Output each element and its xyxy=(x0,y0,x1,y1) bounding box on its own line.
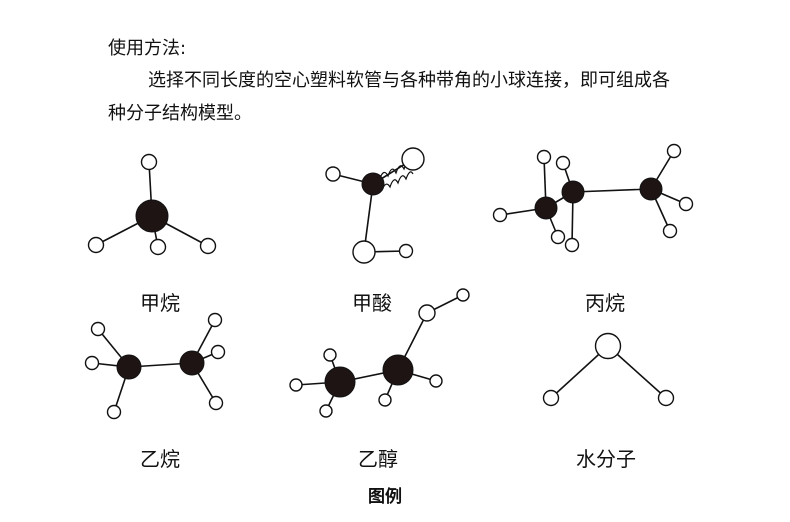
water-model xyxy=(542,332,675,407)
label-ethane: 乙烷 xyxy=(140,447,180,471)
propane-model xyxy=(492,143,694,253)
label-ethanol: 乙醇 xyxy=(358,447,398,471)
label-water: 水分子 xyxy=(576,447,636,471)
ethane-model xyxy=(84,312,226,420)
formic-acid-model xyxy=(325,147,425,264)
ethanol-model xyxy=(289,288,470,418)
instructions-heading: 使用方法: xyxy=(108,38,187,59)
label-formic-acid: 甲酸 xyxy=(352,291,392,315)
figure-caption: 图例 xyxy=(368,487,402,507)
label-propane: 丙烷 xyxy=(585,291,625,315)
label-methane: 甲烷 xyxy=(140,291,180,315)
instructions-line-1: 选择不同长度的空心塑料软管与各种带角的小球连接，即可组成各 xyxy=(148,70,670,91)
methane-model xyxy=(87,153,217,256)
instructions-line-2: 种分子结构模型。 xyxy=(108,103,252,124)
